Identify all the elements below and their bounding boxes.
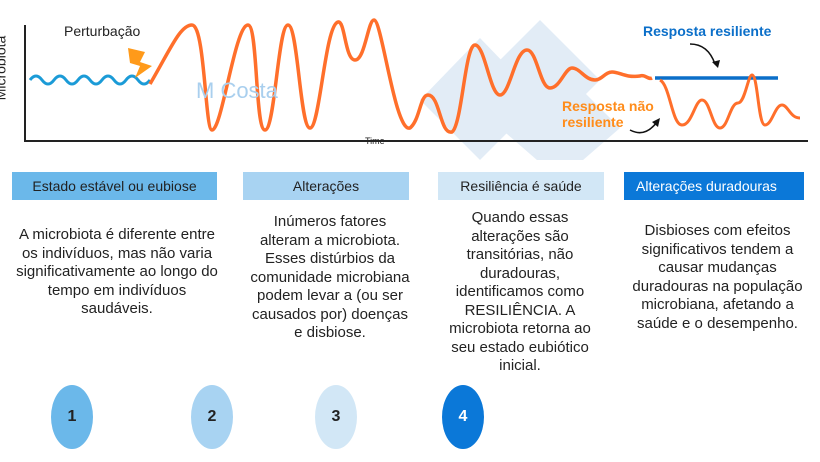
stage-2-title: Alterações — [243, 172, 409, 200]
watermark-text: M Costa — [196, 78, 278, 103]
x-axis-label: Time — [365, 136, 385, 146]
stage-3-text: Quando essas alterações são transitórias… — [449, 209, 591, 374]
resilient-response-label: Resposta resiliente — [643, 23, 772, 39]
microbiota-chart — [24, 18, 808, 160]
stage-3-title: Resiliência é saúde — [438, 172, 604, 200]
stage-2-text: Inúmeros fatores alteram a microbiota. E… — [250, 213, 410, 341]
nonresilient-response-label: Resposta não resiliente — [562, 98, 654, 130]
stage-1-text: A microbiota é diferente entre os indiví… — [16, 226, 218, 317]
stage-3-circle: 3 — [315, 385, 357, 449]
stage-2-circle: 2 — [191, 385, 233, 449]
stage-4-text: Disbioses com efeitos significativos ten… — [632, 222, 803, 332]
perturbation-label: Perturbação — [64, 23, 141, 39]
y-axis-label: Microbiota — [0, 35, 9, 101]
stage-4-title: Alterações duradouras — [624, 172, 804, 200]
watermark-333-logo — [420, 20, 620, 160]
stage-1-title: Estado estável ou eubiose — [12, 172, 217, 200]
stage-4-circle: 4 — [442, 385, 484, 449]
stage-1-circle: 1 — [51, 385, 93, 449]
